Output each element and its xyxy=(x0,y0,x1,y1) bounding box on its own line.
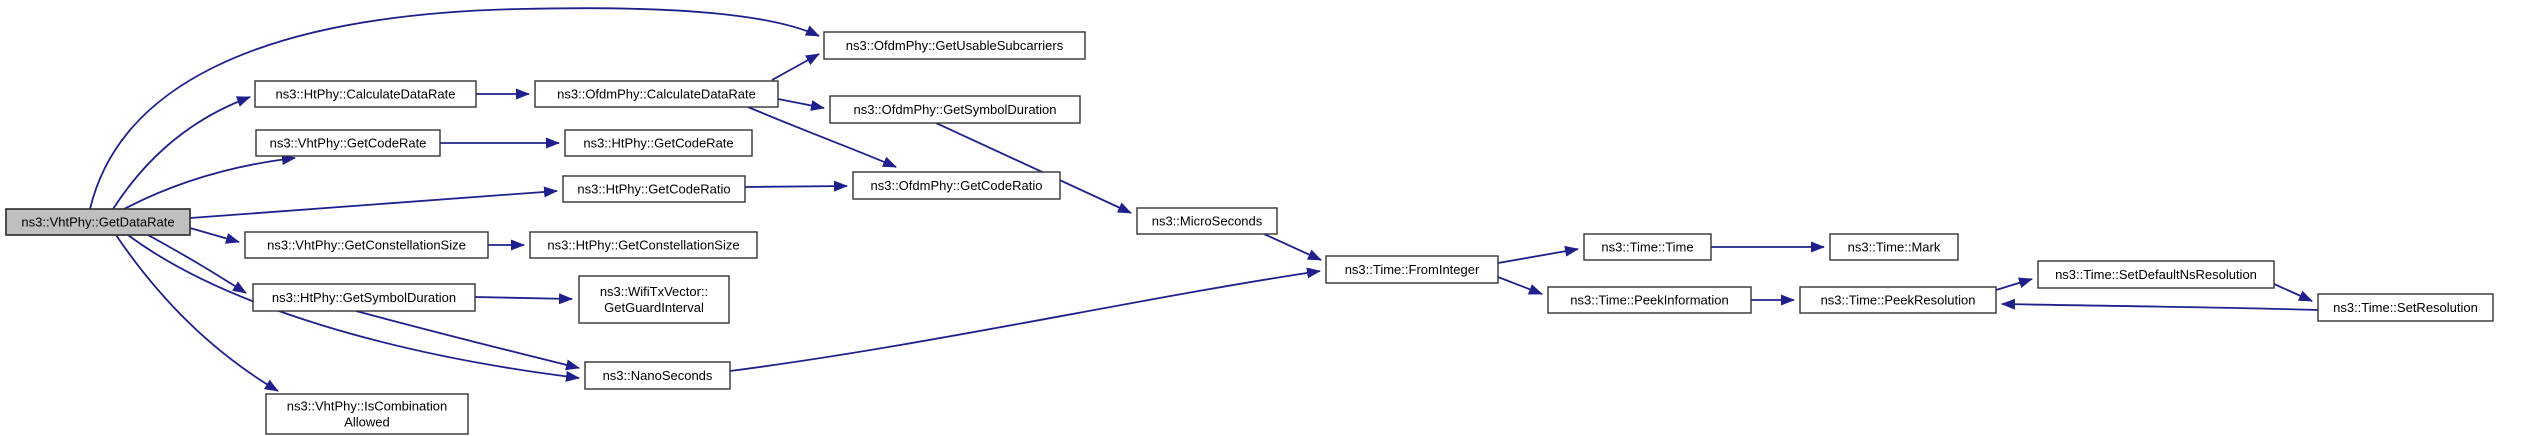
node-htgetsymbolduration[interactable]: ns3::HtPhy::GetSymbolDuration xyxy=(252,283,476,312)
node-label: ns3::MicroSeconds xyxy=(1152,214,1263,229)
nodes-layer: ns3::VhtPhy::GetDataRate ns3::HtPhy::Calc… xyxy=(5,31,2494,435)
edge-getdatarate-to-htgetcoderatio xyxy=(189,186,558,219)
node-label: ns3::OfdmPhy::GetUsableSubcarriers xyxy=(846,38,1064,53)
node-vhtgetcoderate[interactable]: ns3::VhtPhy::GetCodeRate xyxy=(255,129,441,157)
node-box xyxy=(255,129,441,157)
node-label: ns3::NanoSeconds xyxy=(603,368,713,383)
node-label: ns3::HtPhy::GetConstellationSize xyxy=(547,238,739,253)
edge-getdatarate-to-vhtgetcoderate xyxy=(123,154,296,210)
node-box xyxy=(1583,233,1712,261)
node-peekresolution[interactable]: ns3::Time::PeekResolution xyxy=(1799,286,1997,314)
node-box xyxy=(244,231,489,259)
edge-getdatarate-to-nanoseconds xyxy=(127,234,580,382)
node-box xyxy=(578,275,730,324)
node-frominteger[interactable]: ns3::Time::FromInteger xyxy=(1325,255,1499,284)
node-label: ns3::VhtPhy::IsCombination xyxy=(287,399,447,414)
node-box xyxy=(1799,286,1997,314)
node-box xyxy=(5,208,191,236)
edge-getdatarate-to-iscombinationallowed xyxy=(115,234,279,392)
node-htgetconstellationsize[interactable]: ns3::HtPhy::GetConstellationSize xyxy=(529,231,758,259)
node-label: ns3::VhtPhy::GetCodeRate xyxy=(270,136,427,151)
node-label: ns3::HtPhy::GetSymbolDuration xyxy=(272,290,456,305)
node-label: ns3::OfdmPhy::CalculateDataRate xyxy=(557,87,756,102)
node-box xyxy=(829,95,1081,124)
node-setdefaultnsresolution[interactable]: ns3::Time::SetDefaultNsResolution xyxy=(2037,260,2275,289)
node-box xyxy=(252,283,476,312)
node-getusablesubcarriers[interactable]: ns3::OfdmPhy::GetUsableSubcarriers xyxy=(823,31,1086,60)
edge-frominteger-to-peekinformation xyxy=(1497,276,1543,295)
node-getguardinterval[interactable]: ns3::WifiTxVector::GetGuardInterval xyxy=(578,275,730,324)
edge-getdatarate-to-htcalculatedatarate xyxy=(112,96,251,210)
node-label: ns3::Time::SetDefaultNsResolution xyxy=(2055,267,2257,282)
node-label: ns3::OfdmPhy::GetCodeRatio xyxy=(871,178,1043,193)
edges-layer xyxy=(89,7,2319,392)
node-label: ns3::Time::PeekInformation xyxy=(1570,293,1728,308)
node-box xyxy=(1136,207,1278,235)
node-label: ns3::HtPhy::CalculateDataRate xyxy=(276,87,456,102)
node-box xyxy=(584,361,731,390)
node-label: GetGuardInterval xyxy=(604,300,704,315)
edge-htgetsymbolduration-to-getguardinterval xyxy=(474,293,573,305)
node-timemark[interactable]: ns3::Time::Mark xyxy=(1829,233,1959,261)
edge-htgetcoderatio-to-ofdmgetcoderatio xyxy=(744,180,848,192)
node-box xyxy=(529,231,758,259)
node-box xyxy=(1547,286,1752,314)
edge-getdatarate-to-htgetsymbolduration xyxy=(147,234,247,294)
node-getdatarate[interactable]: ns3::VhtPhy::GetDataRate xyxy=(5,208,191,236)
node-label: ns3::Time::Mark xyxy=(1848,240,1941,255)
node-label: ns3::Time::SetResolution xyxy=(2333,300,2478,315)
edge-ofdmgetsymbolduration-to-microseconds xyxy=(935,122,1132,214)
node-htcalculatedatarate[interactable]: ns3::HtPhy::CalculateDataRate xyxy=(254,80,477,108)
edge-ofdmcalculatedatarate-to-ofdmgetcoderatio xyxy=(747,106,897,168)
node-box xyxy=(564,129,753,157)
node-label: ns3::HtPhy::GetCodeRate xyxy=(583,136,733,151)
node-box xyxy=(1325,255,1499,284)
node-htgetcoderatio[interactable]: ns3::HtPhy::GetCodeRatio xyxy=(562,175,746,203)
edge-microseconds-to-frominteger xyxy=(1263,233,1322,261)
node-setresolution[interactable]: ns3::Time::SetResolution xyxy=(2317,293,2494,322)
edge-setdefaultnsresolution-to-setresolution xyxy=(2273,283,2313,302)
edge-htgetsymbolduration-to-nanoseconds xyxy=(355,310,580,371)
node-nanoseconds[interactable]: ns3::NanoSeconds xyxy=(584,361,731,390)
node-vhtgetconstellationsize[interactable]: ns3::VhtPhy::GetConstellationSize xyxy=(244,231,489,259)
node-box xyxy=(2037,260,2275,289)
node-box xyxy=(254,80,477,108)
node-label: ns3::VhtPhy::GetDataRate xyxy=(21,215,174,230)
node-label: ns3::Time::FromInteger xyxy=(1345,262,1480,277)
node-label: ns3::WifiTxVector:: xyxy=(600,284,708,299)
node-label: ns3::Time::Time xyxy=(1601,240,1693,255)
node-box xyxy=(1829,233,1959,261)
node-htgetcoderate[interactable]: ns3::HtPhy::GetCodeRate xyxy=(564,129,753,157)
edge-peekresolution-to-setdefaultnsresolution xyxy=(1995,277,2033,291)
node-box xyxy=(823,31,1086,60)
edge-setresolution-to-peekresolution xyxy=(2001,298,2319,311)
node-label: ns3::HtPhy::GetCodeRatio xyxy=(577,182,730,197)
node-box xyxy=(562,175,746,203)
edge-nanoseconds-to-frominteger xyxy=(729,267,1321,372)
node-microseconds[interactable]: ns3::MicroSeconds xyxy=(1136,207,1278,235)
node-ofdmgetsymbolduration[interactable]: ns3::OfdmPhy::GetSymbolDuration xyxy=(829,95,1081,124)
node-box xyxy=(2317,293,2494,322)
node-box xyxy=(265,393,469,435)
node-box xyxy=(534,80,779,108)
node-label: ns3::OfdmPhy::GetSymbolDuration xyxy=(853,102,1056,117)
node-peekinformation[interactable]: ns3::Time::PeekInformation xyxy=(1547,286,1752,314)
node-label: ns3::VhtPhy::GetConstellationSize xyxy=(267,238,466,253)
node-label: Allowed xyxy=(344,415,390,430)
node-timetime[interactable]: ns3::Time::Time xyxy=(1583,233,1712,261)
edge-ofdmcalculatedatarate-to-getusablesubcarriers xyxy=(771,53,820,81)
node-box xyxy=(852,171,1061,200)
node-ofdmcalculatedatarate[interactable]: ns3::OfdmPhy::CalculateDataRate xyxy=(534,80,779,108)
edge-getdatarate-to-vhtgetconstellationsize xyxy=(189,227,240,244)
edge-frominteger-to-timetime xyxy=(1497,245,1579,264)
edge-getdatarate-to-getusablesubcarriers xyxy=(89,7,820,210)
edge-ofdmcalculatedatarate-to-ofdmgetsymbolduration xyxy=(777,98,825,111)
node-ofdmgetcoderatio[interactable]: ns3::OfdmPhy::GetCodeRatio xyxy=(852,171,1061,200)
node-label: ns3::Time::PeekResolution xyxy=(1821,293,1976,308)
